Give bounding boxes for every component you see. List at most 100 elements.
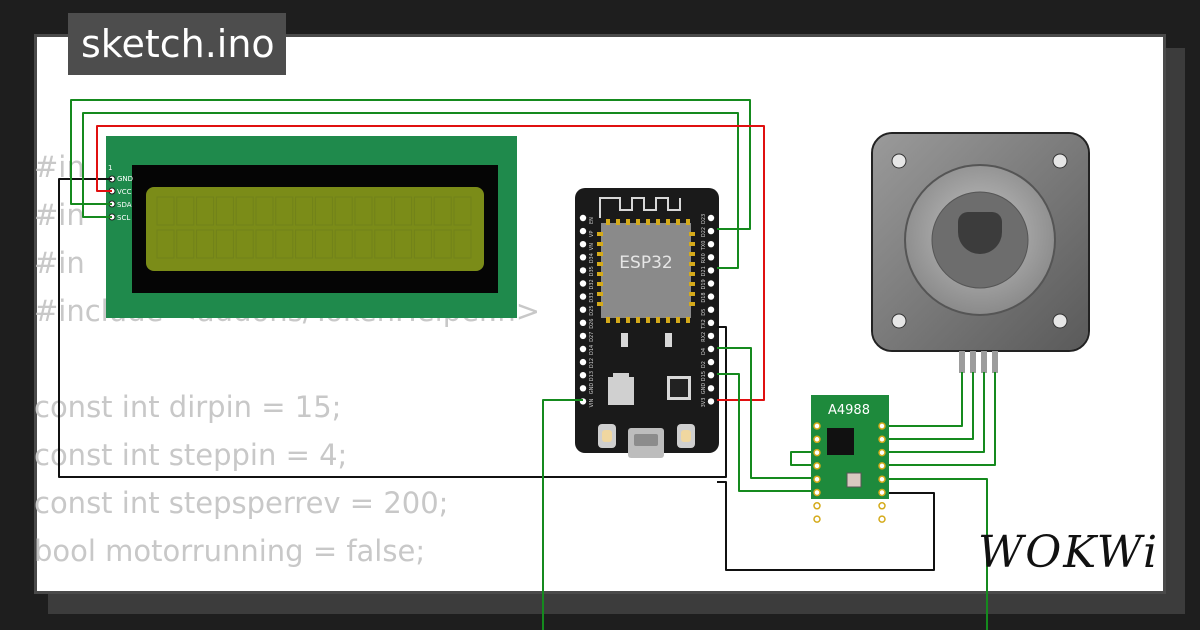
castellation: [646, 219, 650, 225]
lcd-pin-label: VCC: [117, 188, 132, 196]
castellation: [689, 262, 695, 266]
pin-label: D21: [701, 266, 707, 276]
wire-scl: [82, 112, 739, 269]
pin-label: D15: [701, 371, 707, 381]
wire-dir: [717, 373, 817, 492]
pin-label: TX2: [701, 319, 707, 330]
driver-pin: [813, 422, 821, 430]
driver-pin: [878, 448, 886, 457]
castellation: [616, 317, 620, 323]
code-line: const int dirpin = 15;: [34, 390, 342, 424]
castellation: [626, 317, 630, 323]
castellation: [666, 219, 670, 225]
driver-pin: [813, 488, 821, 497]
pin-label: D22: [701, 227, 707, 237]
lcd-cell: [334, 229, 353, 259]
wire-sleep-reset: [790, 451, 817, 466]
pin-label: D4: [701, 348, 707, 355]
driver-pin: [878, 462, 886, 470]
wire-coil-4: [882, 372, 996, 466]
header-pin: [579, 254, 587, 261]
castellation: [597, 262, 603, 266]
pin-label: RX2: [701, 332, 707, 342]
castellation: [689, 252, 695, 256]
lcd-cell: [295, 196, 314, 226]
lcd-cell: [235, 229, 254, 259]
pin-label: EN: [589, 217, 595, 224]
castellation: [606, 317, 610, 323]
lcd-cell: [255, 229, 274, 259]
lcd-cell: [215, 229, 234, 259]
voltage-regulator: [608, 377, 634, 405]
pin-label: RX0: [701, 253, 707, 263]
wire-vin: [542, 399, 583, 630]
pin-label: 3V3: [701, 398, 707, 408]
code-line: const int steppin = 4;: [34, 438, 348, 472]
header-pin: [579, 345, 587, 353]
driver-pins: [813, 422, 886, 523]
driver-pin: [878, 515, 886, 523]
driver-pin: [813, 475, 821, 483]
header-pin: [579, 241, 587, 248]
lcd-cell: [314, 196, 333, 226]
pin-label: VN: [589, 243, 595, 250]
lcd-cell: [334, 196, 353, 226]
lcd-cell: [394, 229, 413, 259]
lcd-pin-label: GND: [117, 175, 133, 183]
stepper-motor[interactable]: [871, 132, 1090, 373]
pin-label: D18: [701, 292, 707, 302]
code-line: bool motorrunning = false;: [34, 534, 426, 568]
lcd-pin-label: SDA: [117, 201, 132, 209]
castellation: [597, 242, 603, 246]
driver-pin: [813, 448, 821, 457]
driver-pin: [813, 515, 821, 523]
lcd-cell: [156, 196, 175, 226]
castellation: [656, 219, 660, 225]
pin-label: D12: [589, 358, 595, 368]
castellation: [626, 219, 630, 225]
wire-vmot: [882, 478, 988, 630]
wire-gnd-driver: [717, 481, 935, 571]
mount-hole: [1052, 153, 1068, 169]
pin-label: D32: [589, 279, 595, 289]
castellation: [689, 282, 695, 286]
lcd-character-grid: [156, 196, 472, 259]
castellation: [676, 317, 680, 323]
lcd-screen: [146, 187, 484, 271]
pin-label: TX0: [701, 241, 707, 252]
lcd-cell: [433, 229, 452, 259]
header-pin: [579, 280, 587, 287]
castellation: [666, 317, 670, 323]
header-pin: [707, 345, 715, 353]
header-pin: [707, 385, 715, 392]
castellation: [636, 317, 640, 323]
lcd-cell: [196, 196, 215, 226]
lcd-cell: [314, 229, 333, 259]
pin-label: GND: [701, 383, 707, 395]
a4988-driver[interactable]: A4988: [811, 395, 889, 523]
code-line: const int stepsperrev = 200;: [34, 486, 449, 520]
lcd-cell: [413, 229, 432, 259]
castellations: [597, 219, 695, 323]
pin-label: D5: [701, 309, 707, 316]
pin-label: D19: [701, 279, 707, 289]
pin-label: D26: [589, 319, 595, 329]
lcd-cell: [215, 196, 234, 226]
file-title-tab[interactable]: sketch.ino: [68, 13, 286, 75]
header-pin: [707, 306, 715, 313]
wire-gnd-lcd: [58, 178, 727, 478]
header-pin: [579, 372, 587, 379]
lcd-cell: [374, 229, 393, 259]
lcd-cell: [235, 196, 254, 226]
lcd-display[interactable]: 1 GND VCC SDA SCL: [106, 136, 517, 318]
driver-pin: [813, 502, 821, 510]
header-pin: [579, 385, 587, 392]
driver-pin: [878, 488, 886, 497]
castellation: [606, 219, 610, 225]
lcd-cell: [374, 196, 393, 226]
castellation: [689, 272, 695, 276]
lcd-cell: [156, 229, 175, 259]
lcd-cell: [354, 196, 373, 226]
